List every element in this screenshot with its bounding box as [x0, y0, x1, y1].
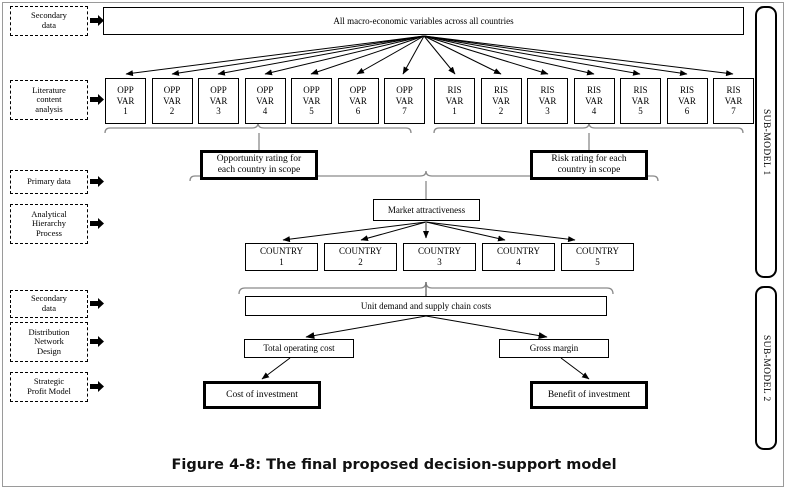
opp-var-box-3: OPP VAR 3 [198, 78, 239, 124]
input-strategic-profit-model: Strategic Profit Model [10, 372, 88, 402]
country-box-label: COUNTRY 2 [338, 246, 382, 267]
outcome-arrows [261, 357, 590, 380]
country-box-1: COUNTRY 1 [245, 243, 318, 271]
ris-var-box-label: RIS VAR 2 [492, 85, 510, 117]
risk-brace [433, 122, 744, 150]
opp-var-box-2: OPP VAR 2 [151, 78, 193, 124]
benefit-of-investment-label: Benefit of investment [547, 389, 631, 400]
sub-model-1-rail: SUB-MODEL 1 [755, 6, 777, 278]
opp-var-box-label: OPP VAR 4 [256, 85, 274, 117]
country-box-3: COUNTRY 3 [403, 243, 476, 271]
gross-margin-label: Gross margin [529, 343, 579, 354]
input-label: Analytical Hierarchy Process [31, 208, 67, 238]
country-box-label: COUNTRY 1 [259, 246, 303, 267]
ris-var-box-6: RIS VAR 6 [666, 78, 708, 124]
ris-var-box-label: RIS VAR 3 [538, 85, 557, 117]
rating-merge-brace [189, 170, 659, 199]
macro-economic-variables-box: All macro-economic variables across all … [103, 7, 744, 35]
sub-model-1-label: SUB-MODEL 1 [761, 108, 771, 176]
country-box-2: COUNTRY 2 [324, 243, 397, 271]
market-attractiveness-label: Market attractiveness [387, 204, 466, 215]
country-box-label: COUNTRY 3 [417, 246, 461, 267]
ris-var-box-5: RIS VAR 5 [620, 78, 661, 124]
input-label: Primary data [27, 176, 71, 187]
country-box-5: COUNTRY 5 [561, 243, 634, 271]
cost-of-investment-box: Cost of investment [203, 381, 321, 409]
opportunity-rating-box: Opportunity rating for each country in s… [200, 150, 318, 180]
input-distribution-network-design: Distribution Network Design [10, 322, 88, 362]
ris-var-box-3: RIS VAR 3 [527, 78, 568, 124]
country-box-label: COUNTRY 5 [575, 246, 619, 267]
fanout-arrows [125, 35, 734, 77]
opportunity-rating-label: Opportunity rating for each country in s… [216, 154, 302, 175]
total-operating-cost-box: Total operating cost [244, 339, 354, 358]
risk-rating-label: Risk rating for each country in scope [551, 154, 627, 175]
sub-model-2-label: SUB-MODEL 2 [761, 334, 771, 402]
market-to-country-arrows [282, 221, 576, 243]
unit-demand-split-arrows [305, 315, 548, 340]
input-literature-content-analysis: Literature content analysis [10, 80, 88, 120]
risk-rating-box: Risk rating for each country in scope [530, 150, 648, 180]
opp-var-box-label: OPP VAR 7 [395, 85, 414, 117]
opportunity-brace [104, 122, 412, 150]
input-analytical-hierarchy-process: Analytical Hierarchy Process [10, 204, 88, 244]
opp-var-box-1: OPP VAR 1 [105, 78, 146, 124]
cost-of-investment-label: Cost of investment [226, 389, 298, 400]
input-block-arrows [90, 15, 104, 392]
ris-var-box-label: RIS VAR 1 [445, 85, 464, 117]
input-label: Distribution Network Design [28, 326, 70, 356]
ris-var-box-1: RIS VAR 1 [434, 78, 475, 124]
input-secondary-data-top: Secondary data [10, 6, 88, 36]
input-label: Secondary data [31, 10, 67, 30]
opp-var-box-7: OPP VAR 7 [384, 78, 425, 124]
opp-var-box-label: OPP VAR 3 [209, 85, 228, 117]
input-label: Strategic Profit Model [27, 376, 71, 396]
opp-var-box-label: OPP VAR 2 [163, 85, 181, 117]
sub-model-2-rail: SUB-MODEL 2 [755, 286, 777, 450]
figure-caption: Figure 4-8: The final proposed decision-… [171, 457, 617, 473]
unit-demand-label: Unit demand and supply chain costs [360, 300, 492, 311]
ris-var-box-7: RIS VAR 7 [713, 78, 754, 124]
input-label: Secondary data [31, 293, 67, 313]
ris-var-box-label: RIS VAR 6 [678, 85, 696, 117]
macro-economic-variables-label: All macro-economic variables across all … [333, 15, 514, 26]
total-operating-cost-label: Total operating cost [263, 343, 335, 354]
opp-var-box-label: OPP VAR 5 [302, 85, 321, 117]
ris-var-box-label: RIS VAR 7 [724, 85, 743, 117]
market-attractiveness-box: Market attractiveness [373, 199, 480, 221]
opp-var-box-4: OPP VAR 4 [244, 78, 286, 124]
opp-var-box-5: OPP VAR 5 [291, 78, 332, 124]
input-primary-data: Primary data [10, 170, 88, 194]
country-box-4: COUNTRY 4 [482, 243, 555, 271]
ris-var-box-label: RIS VAR 5 [631, 85, 650, 117]
unit-demand-supply-chain-costs-box: Unit demand and supply chain costs [245, 296, 607, 316]
ris-var-box-2: RIS VAR 2 [480, 78, 522, 124]
ris-var-box-4: RIS VAR 4 [573, 78, 615, 124]
country-box-label: COUNTRY 4 [496, 246, 540, 267]
benefit-of-investment-box: Benefit of investment [530, 381, 648, 409]
opp-var-box-label: OPP VAR 1 [116, 85, 135, 117]
ris-var-box-label: RIS VAR 4 [585, 85, 603, 117]
opp-var-box-label: OPP VAR 6 [349, 85, 367, 117]
input-secondary-data-bottom: Secondary data [10, 290, 88, 318]
opp-var-box-6: OPP VAR 6 [337, 78, 379, 124]
input-label: Literature content analysis [32, 84, 66, 114]
gross-margin-box: Gross margin [499, 339, 609, 358]
